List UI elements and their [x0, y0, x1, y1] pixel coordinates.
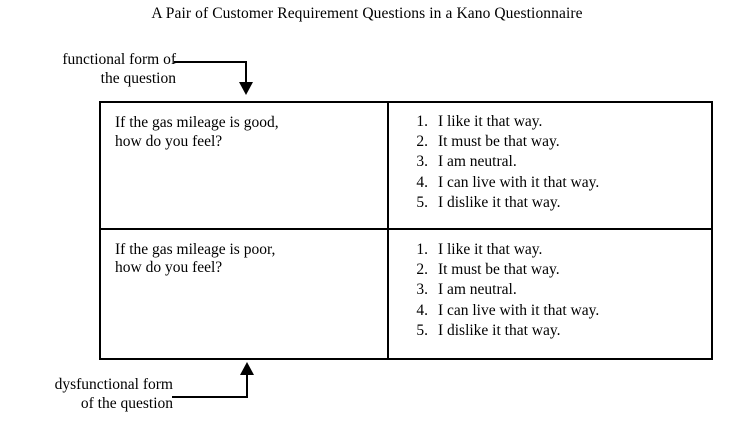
question-text-functional: If the gas mileage is good, how do you f…: [101, 103, 387, 151]
callout-functional-line2: the question: [100, 70, 176, 87]
list-item[interactable]: 1. I like it that way.: [389, 112, 711, 132]
leader-line-dysfunctional-horizontal: [172, 396, 248, 398]
answer-number: 5.: [416, 193, 428, 211]
question-cell-dysfunctional: If the gas mileage is poor, how do you f…: [100, 227, 389, 359]
answer-number: 5.: [416, 321, 428, 339]
callout-functional-form: functional form of the question: [0, 50, 176, 88]
answer-number: 4.: [416, 301, 428, 319]
answer-number: 1.: [416, 240, 428, 258]
callout-dysfunctional-line1: dysfunctional form: [54, 376, 173, 393]
answer-text: I can live with it that way.: [437, 301, 600, 319]
answer-text: It must be that way.: [437, 133, 560, 151]
leader-line-dysfunctional-vertical: [246, 374, 248, 398]
list-item[interactable]: 4. I can live with it that way.: [389, 173, 711, 193]
callout-dysfunctional-line2: of the question: [80, 395, 173, 412]
question-line-1: If the gas mileage is good,: [115, 114, 279, 131]
answer-text: I am neutral.: [437, 153, 517, 171]
answer-number: 2.: [416, 133, 428, 151]
table-row: If the gas mileage is poor, how do you f…: [100, 227, 712, 359]
arrow-down-icon: [239, 82, 253, 95]
list-item[interactable]: 5. I dislike it that way.: [389, 193, 711, 213]
answers-cell-functional: 1. I like it that way. 2. It must be that …: [388, 102, 712, 229]
callout-dysfunctional-form: dysfunctional form of the question: [0, 375, 173, 413]
answer-text: I can live with it that way.: [437, 173, 600, 191]
answer-text: I am neutral.: [437, 281, 517, 299]
kano-questionnaire-table: If the gas mileage is good, how do you f…: [99, 101, 713, 360]
question-text-dysfunctional: If the gas mileage is poor, how do you f…: [101, 230, 387, 278]
list-item[interactable]: 2. It must be that way.: [389, 132, 711, 152]
list-item[interactable]: 3. I am neutral.: [389, 280, 711, 300]
arrow-up-icon: [240, 362, 254, 375]
list-item[interactable]: 4. I can live with it that way.: [389, 301, 711, 321]
list-item[interactable]: 2. It must be that way.: [389, 260, 711, 280]
list-item[interactable]: 1. I like it that way.: [389, 240, 711, 260]
question-line-2: how do you feel?: [115, 132, 223, 150]
page-title: A Pair of Customer Requirement Questions…: [151, 5, 583, 22]
leader-line-functional-horizontal: [174, 61, 247, 63]
table-row: If the gas mileage is good, how do you f…: [100, 102, 712, 229]
answer-number: 4.: [416, 173, 428, 191]
answer-number: 3.: [416, 153, 428, 171]
callout-functional-line1: functional form of: [62, 51, 176, 68]
leader-line-functional-vertical: [245, 61, 247, 85]
list-item[interactable]: 5. I dislike it that way.: [389, 321, 711, 341]
answer-text: I dislike it that way.: [437, 321, 561, 339]
answer-text: I like it that way.: [437, 240, 543, 258]
answer-text: I dislike it that way.: [437, 193, 561, 211]
answer-number: 2.: [416, 261, 428, 279]
answers-cell-dysfunctional: 1. I like it that way. 2. It must be that …: [387, 227, 712, 359]
answer-text: It must be that way.: [437, 261, 560, 279]
answer-number: 3.: [416, 281, 428, 299]
answer-list-dysfunctional: 1. I like it that way. 2. It must be that …: [389, 230, 711, 341]
answer-list-functional: 1. I like it that way. 2. It must be that …: [389, 103, 711, 213]
list-item[interactable]: 3. I am neutral.: [389, 152, 711, 172]
question-line-2: how do you feel?: [115, 259, 223, 277]
question-line-1: If the gas mileage is poor,: [115, 240, 276, 258]
answer-number: 1.: [416, 113, 428, 130]
question-cell-functional: If the gas mileage is good, how do you f…: [100, 102, 389, 229]
answer-text: I like it that way.: [437, 113, 543, 130]
